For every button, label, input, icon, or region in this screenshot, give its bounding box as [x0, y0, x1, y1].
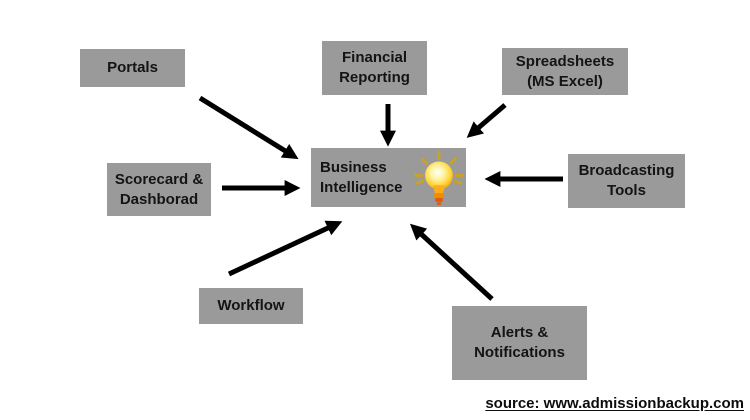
node-workflow: Workflow [199, 288, 303, 324]
lightbulb-icon [412, 150, 466, 207]
lightbulb-base-tip [436, 201, 442, 205]
node-workflow-label: Workflow [217, 297, 285, 315]
node-broadcasting-tools-label: Broadcasting Tools [578, 162, 675, 199]
node-financial-reporting: Financial Reporting [322, 41, 427, 95]
lightbulb-neck [433, 184, 445, 193]
node-portals-label: Portals [107, 59, 158, 77]
node-scorecard-dashborad: Scorecard & Dashborad [107, 163, 211, 216]
node-financial-reporting-label: Financial Reporting [339, 49, 410, 86]
lightbulb-icon-svg [414, 150, 464, 205]
lightbulb-base-band1 [434, 192, 444, 197]
node-business-intelligence-label: Business Intelligence [320, 159, 403, 196]
node-broadcasting-tools: Broadcasting Tools [568, 154, 685, 208]
node-spreadsheets-label: Spreadsheets (MS Excel) [515, 52, 615, 90]
node-alerts-notifications: Alerts & Notifications [452, 306, 587, 380]
lightbulb-base-band2 [435, 197, 443, 202]
node-portals: Portals [80, 49, 185, 87]
arrow-workflow-to-center [227, 220, 343, 277]
arrow-portals-to-center [198, 95, 299, 160]
arrow-spreadsheets-to-center [466, 103, 507, 138]
arrow-alerts-to-center [409, 223, 494, 301]
lightbulb-glass [425, 160, 453, 189]
lightbulb-rays [414, 150, 464, 185]
source-attribution: source: www.admissionbackup.com [485, 395, 744, 412]
node-spreadsheets: Spreadsheets (MS Excel) [502, 48, 628, 95]
node-alerts-notifications-label: Alerts & Notifications [474, 324, 565, 361]
node-business-intelligence: Business Intelligence [311, 148, 466, 207]
node-scorecard-dashborad-label: Scorecard & Dashborad [114, 170, 204, 208]
